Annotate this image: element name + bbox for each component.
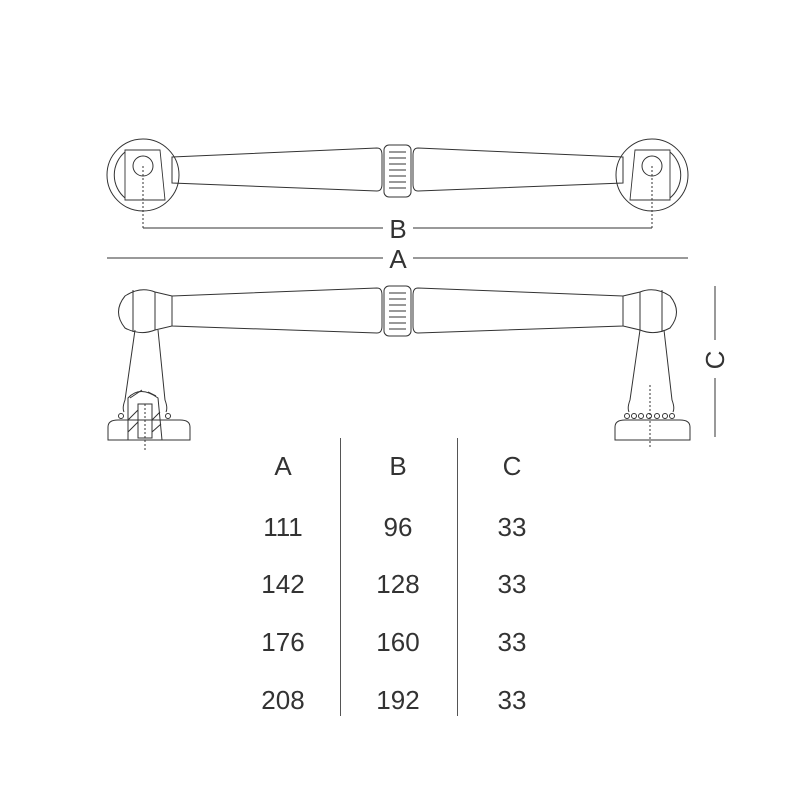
header-a: A	[274, 451, 292, 481]
right-rosette	[615, 138, 689, 228]
right-side-bar	[412, 287, 624, 334]
side-view	[107, 285, 716, 450]
dimension-a-label: A	[386, 246, 410, 272]
right-post	[614, 329, 691, 447]
table-cell: 111	[263, 512, 303, 542]
right-ball	[622, 289, 677, 334]
table-cell: 33	[497, 685, 527, 715]
dimension-b-label: B	[386, 216, 410, 242]
dimension-c-label: C	[700, 347, 730, 373]
table-cell: 160	[376, 627, 420, 657]
center-knurled-ring	[383, 144, 412, 198]
table-cell: 33	[497, 569, 527, 599]
column-divider	[340, 438, 341, 716]
right-bar	[412, 147, 624, 192]
left-side-bar	[171, 287, 383, 334]
table-cell: 33	[497, 512, 527, 542]
top-view	[106, 138, 689, 259]
table-cell: 176	[261, 627, 305, 657]
table-cell: 208	[261, 685, 305, 715]
table-cell: 142	[261, 569, 305, 599]
table-cell: 96	[383, 512, 413, 542]
column-divider	[457, 438, 458, 716]
left-rosette	[106, 138, 180, 228]
table-cell: 192	[376, 685, 420, 715]
left-ball	[118, 289, 173, 334]
header-c: C	[502, 451, 522, 481]
table-cell: 128	[376, 569, 420, 599]
left-post	[107, 329, 191, 450]
table-cell: 33	[497, 627, 527, 657]
header-b: B	[389, 451, 407, 481]
left-bar	[171, 147, 383, 192]
side-knurled-ring	[383, 285, 412, 337]
